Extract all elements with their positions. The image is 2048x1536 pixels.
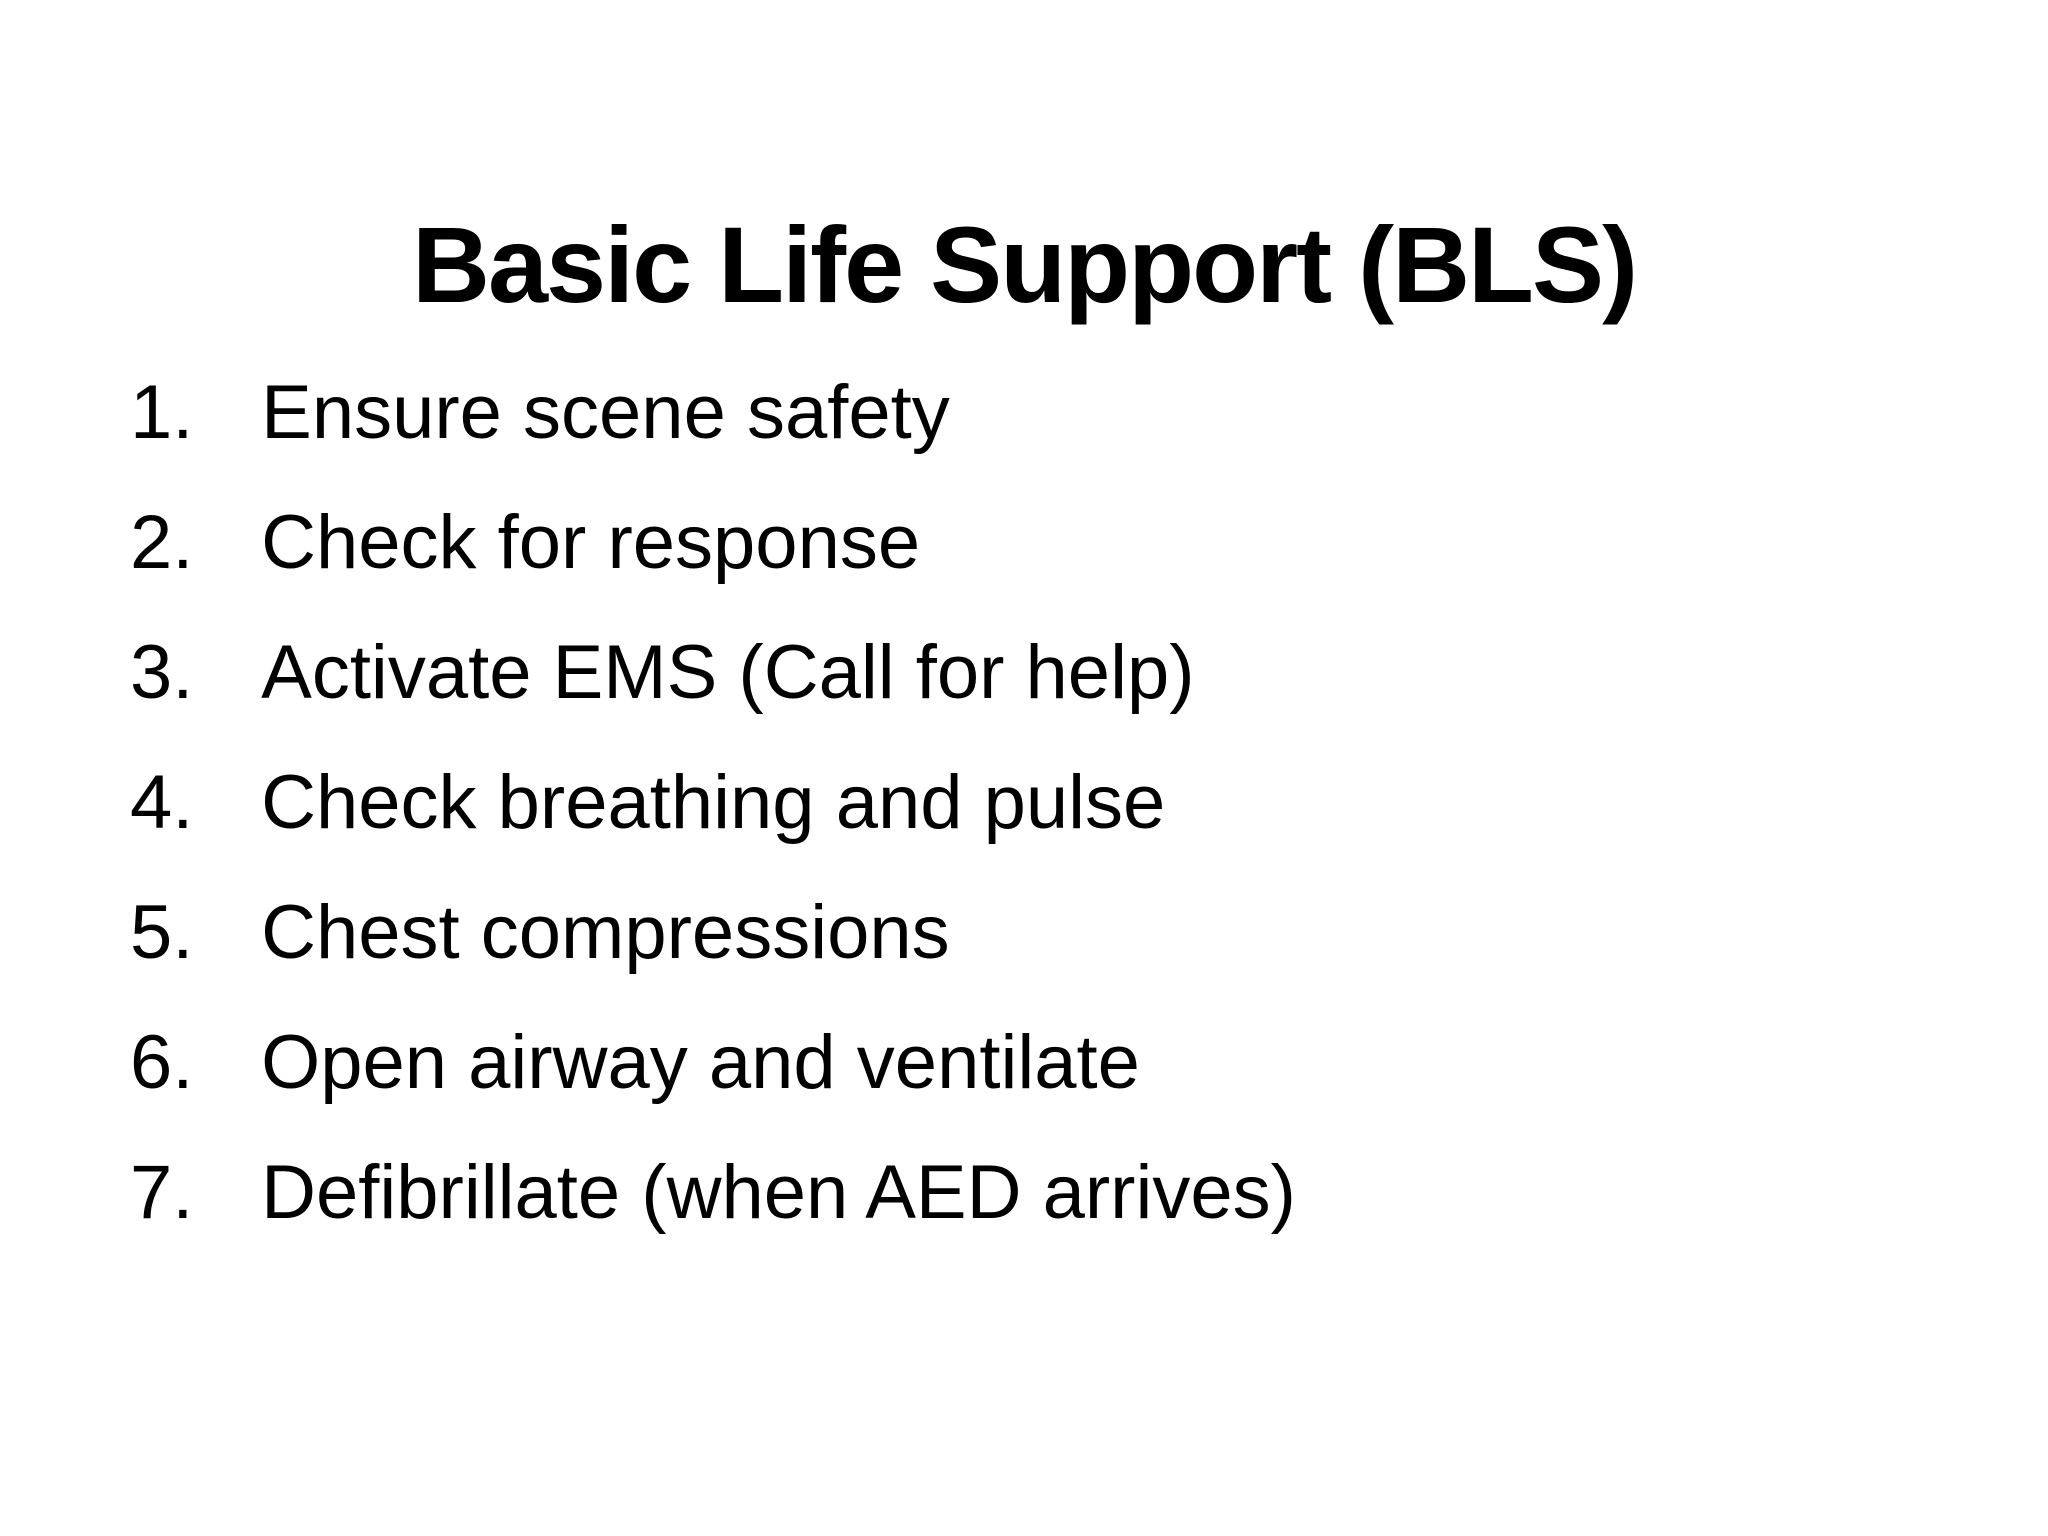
list-item: 4. Check breathing and pulse bbox=[130, 738, 1296, 868]
slide-title: Basic Life Support (BLS) bbox=[411, 204, 1638, 326]
list-item-number: 4. bbox=[130, 760, 194, 845]
list-item-number: 5. bbox=[130, 890, 194, 975]
list-item: 5. Chest compressions bbox=[130, 868, 1296, 998]
list-item-text: Activate EMS (Call for help) bbox=[261, 630, 1195, 715]
list-item: 2. Check for response bbox=[130, 478, 1296, 608]
list-item-number: 6. bbox=[130, 1020, 194, 1105]
list-item-text: Check breathing and pulse bbox=[261, 760, 1166, 845]
list-item: 3. Activate EMS (Call for help) bbox=[130, 608, 1296, 738]
bls-steps-list: 1. Ensure scene safety 2. Check for resp… bbox=[130, 348, 1296, 1258]
list-item-text: Defibrillate (when AED arrives) bbox=[261, 1150, 1296, 1235]
list-item: 7. Defibrillate (when AED arrives) bbox=[130, 1128, 1296, 1258]
list-item-number: 7. bbox=[130, 1150, 194, 1235]
list-item-number: 1. bbox=[130, 370, 194, 455]
list-item: 1. Ensure scene safety bbox=[130, 348, 1296, 478]
list-item-number: 2. bbox=[130, 500, 194, 585]
list-item-text: Ensure scene safety bbox=[261, 370, 950, 455]
list-item: 6. Open airway and ventilate bbox=[130, 998, 1296, 1128]
list-item-text: Chest compressions bbox=[261, 890, 950, 975]
list-item-text: Open airway and ventilate bbox=[261, 1020, 1140, 1105]
list-item-text: Check for response bbox=[261, 500, 921, 585]
list-item-number: 3. bbox=[130, 630, 194, 715]
